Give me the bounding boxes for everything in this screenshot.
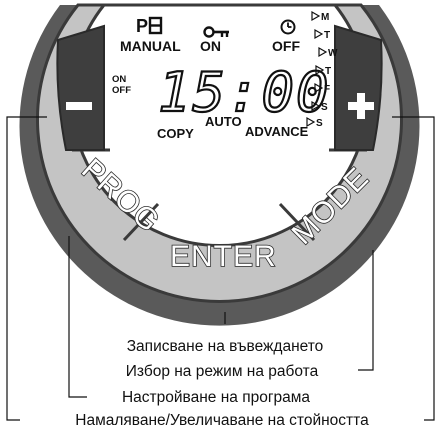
device-body bbox=[19, 3, 420, 326]
svg-text:F: F bbox=[324, 84, 330, 95]
lcd-manual: MANUAL bbox=[120, 38, 181, 54]
day-indicators: M T W T F S S bbox=[306, 10, 338, 129]
lcd-on-side: ON bbox=[112, 74, 126, 85]
svg-text:W: W bbox=[328, 48, 338, 59]
lcd-off: OFF bbox=[272, 38, 300, 54]
lcd-time: 15:00 bbox=[158, 61, 331, 124]
clock-icon bbox=[280, 19, 296, 35]
lcd-advance: ADVANCE bbox=[245, 124, 309, 139]
svg-text:S: S bbox=[321, 102, 328, 113]
day-indicator: F bbox=[314, 82, 330, 95]
plus-button[interactable] bbox=[334, 24, 383, 151]
svg-text:T: T bbox=[325, 66, 331, 77]
day-indicator: S bbox=[306, 116, 323, 129]
minus-icon bbox=[66, 102, 92, 110]
day-indicator: M bbox=[311, 10, 329, 23]
captions: Записване на въвеждането Избор на режим … bbox=[75, 338, 369, 429]
lcd-copy: COPY bbox=[157, 126, 194, 141]
enter-button[interactable]: ENTER bbox=[169, 239, 277, 274]
plus-icon bbox=[348, 93, 374, 119]
key-icon bbox=[203, 26, 229, 38]
lcd-auto: AUTO bbox=[205, 114, 242, 129]
day-indicator: W bbox=[318, 46, 338, 59]
lcd-off-side: OFF bbox=[112, 85, 131, 96]
caption-enter: Записване на въвеждането bbox=[127, 338, 324, 355]
day-indicator: S bbox=[311, 100, 328, 113]
caption-prog: Настройване на програма bbox=[122, 389, 310, 406]
enter-button-label: ENTER bbox=[170, 240, 277, 273]
day-indicator: T bbox=[315, 64, 331, 77]
lcd-display: P MANUAL ON OFF ON OFF 15:00 COPY AUTO A… bbox=[112, 10, 338, 141]
lcd-on: ON bbox=[200, 38, 221, 54]
svg-text:M: M bbox=[321, 12, 329, 23]
lcd-program-label: P bbox=[136, 16, 148, 36]
day-indicator: T bbox=[314, 28, 330, 41]
svg-text:S: S bbox=[316, 118, 323, 129]
leader-lines bbox=[6, 116, 435, 421]
caption-mode: Избор на режим на работа bbox=[126, 363, 319, 380]
svg-text:T: T bbox=[324, 30, 330, 41]
minus-button[interactable] bbox=[56, 24, 105, 151]
caption-plus-minus: Намаляване/Увеличаване на стойността bbox=[75, 412, 369, 429]
